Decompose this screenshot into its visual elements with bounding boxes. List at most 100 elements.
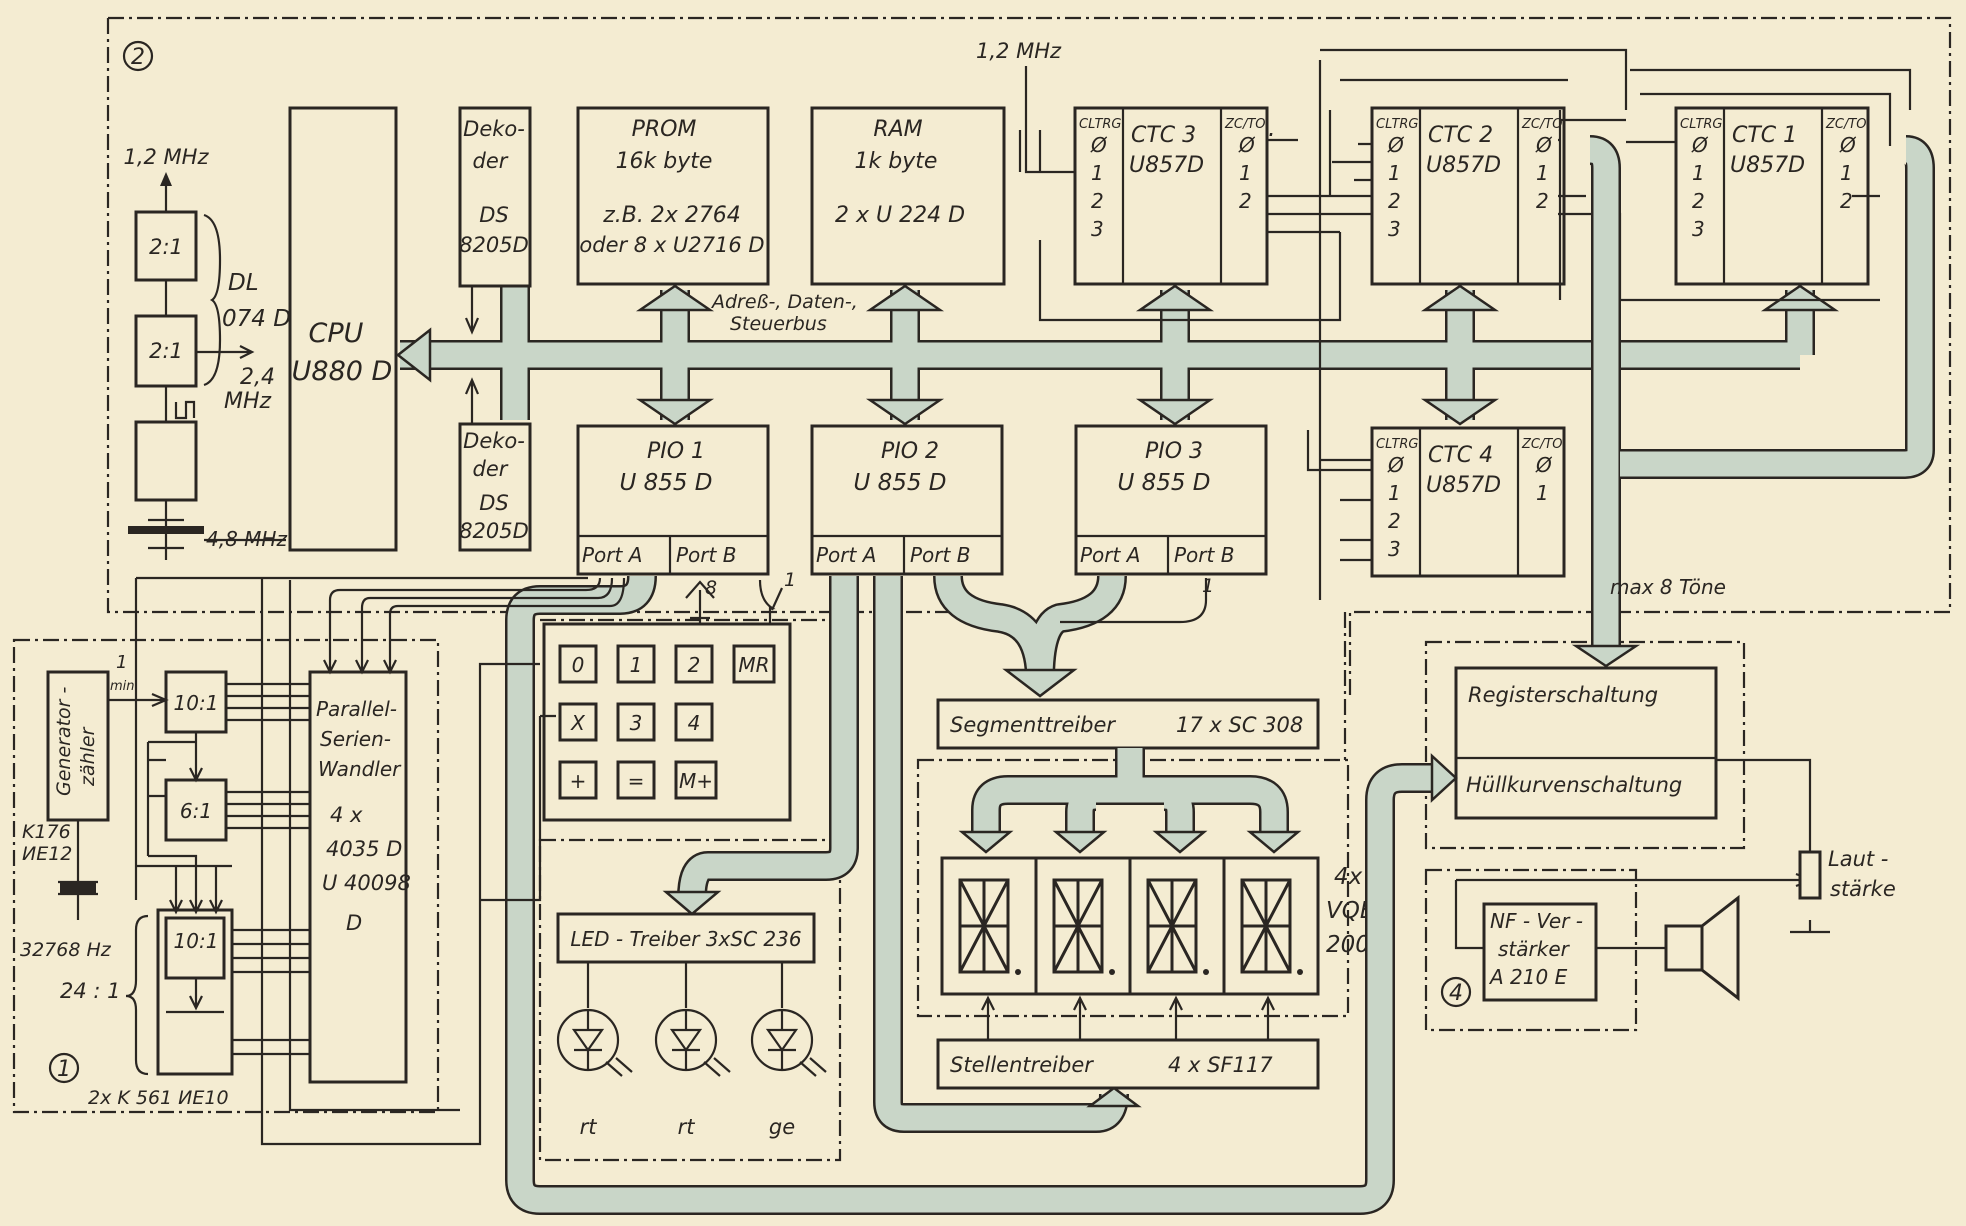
- ctc-left-pin: Ø: [1691, 133, 1709, 157]
- ctc-name: CTC 4: [1428, 443, 1493, 468]
- divider-6-1-label: 6:1: [180, 799, 212, 823]
- pio1-b2-count: 1: [784, 569, 796, 591]
- keypad-key[interactable]: 4: [674, 702, 714, 742]
- volume-line2: stärke: [1830, 877, 1896, 901]
- keypad-key-label: =: [628, 769, 645, 793]
- area-2-frame: [106, 16, 1952, 760]
- converter-line5: 4035 D: [326, 837, 402, 861]
- gen-part2: ИЕ12: [22, 843, 72, 865]
- pio2-to-led-bus: [662, 576, 859, 916]
- ctc-left-pin: 1: [1388, 161, 1401, 185]
- converter-line4: 4 x: [330, 803, 363, 827]
- led-icon: rt: [654, 1008, 731, 1139]
- quartz-freq: 32768 Hz: [20, 939, 112, 961]
- keypad-key[interactable]: 2: [674, 644, 714, 684]
- keypad-key[interactable]: =: [616, 760, 656, 800]
- area-1-label: 1: [57, 1057, 71, 1082]
- led-driver-label: LED - Treiber 3xSC 236: [570, 927, 801, 951]
- pio-port-b: Port B: [1174, 543, 1234, 567]
- divider-10-1-label: 10:1: [174, 691, 219, 715]
- display-group: [940, 856, 1320, 996]
- area-3-frame: [1424, 640, 1746, 850]
- ctc-left-pin: 2: [1388, 189, 1401, 213]
- ctc-left-pin: 3: [1388, 217, 1401, 241]
- amplifier-block: [1482, 902, 1598, 1002]
- ctc-right-pin: Ø: [1839, 133, 1857, 157]
- digit-driver-block: [936, 1038, 1320, 1090]
- ctc-right-pin: Ø: [1238, 133, 1256, 157]
- clock-freq-1: 1,2 MHz: [123, 145, 209, 169]
- pio-part: U 855 D: [619, 470, 712, 496]
- ram-size: 1k byte: [855, 149, 938, 174]
- display-arrow-3: [1152, 830, 1208, 854]
- ctc-right-pin: 1: [1239, 161, 1252, 185]
- segment-to-display-bus: [958, 748, 1302, 854]
- address-data-control-bus: [395, 284, 1840, 426]
- keypad-key-label: M+: [679, 769, 713, 793]
- one-min-num: 1: [116, 652, 127, 673]
- pio-port-a: Port A: [816, 543, 876, 567]
- bus-arrow-pio3: [1135, 398, 1215, 426]
- converter-line2: Serien-: [320, 727, 391, 751]
- divider-10-1b-label: 10:1: [174, 929, 219, 953]
- keypad-key-label: X: [570, 711, 586, 735]
- led-icon: ge: [750, 1008, 827, 1139]
- quartz-icon: [60, 883, 96, 893]
- ctc-name: CTC 2: [1428, 123, 1493, 148]
- area-2-marker: [122, 40, 154, 72]
- keypad-key[interactable]: X: [558, 702, 598, 742]
- ctc-left-pin: 2: [1388, 509, 1401, 533]
- keypad-key-label: MR: [738, 653, 769, 677]
- volume-potentiometer: [1798, 850, 1822, 900]
- keypad-key[interactable]: 0: [558, 644, 598, 684]
- ratio-label: 24 : 1: [60, 979, 121, 1003]
- decoder-1-line2: der: [473, 149, 509, 173]
- cpu-block: [288, 106, 398, 552]
- envelope-label: Hüllkurvenschaltung: [1466, 773, 1682, 797]
- amp-line1: NF - Ver -: [1490, 909, 1583, 933]
- segment-driver-label: Segmenttreiber: [950, 713, 1116, 737]
- display-num: 200: [1326, 932, 1370, 958]
- pio-port-b: Port B: [676, 543, 736, 567]
- ctc-part: U857D: [1426, 153, 1501, 178]
- led-frame: [538, 838, 842, 1162]
- ctc-left-title: CLTRG: [1079, 117, 1122, 132]
- prom-title: PROM: [632, 117, 697, 142]
- speaker-icon: [1664, 894, 1740, 1002]
- volume-line1: Laut -: [1828, 847, 1888, 871]
- keypad-key[interactable]: M+: [674, 760, 718, 800]
- pio-port-a: Port A: [582, 543, 642, 567]
- ctc-right-pin: Ø: [1535, 453, 1553, 477]
- one-min-unit: min: [110, 679, 135, 694]
- ctc-left-pin: 3: [1692, 217, 1705, 241]
- decoder-1-block: [458, 106, 532, 288]
- ctc-right-title: ZC/TO: [1521, 117, 1563, 132]
- pio-part: U 855 D: [1117, 470, 1210, 496]
- pio-to-segment-bus: [933, 574, 1208, 698]
- gen-part1: K176: [22, 821, 71, 843]
- display-arrow-1: [958, 830, 1014, 854]
- keypad-key[interactable]: +: [558, 760, 598, 800]
- keypad-key[interactable]: 3: [616, 702, 656, 742]
- ctc-right-pin: 1: [1536, 481, 1549, 505]
- digit-driver-arrow: [1086, 1086, 1142, 1108]
- display-count: 4x: [1334, 864, 1363, 890]
- crystal-freq: 4,8 MHz: [206, 527, 287, 551]
- led-color-label: rt: [580, 1115, 598, 1139]
- keypad-key[interactable]: 1: [616, 644, 656, 684]
- clock-freq-2: 2,4: [240, 365, 275, 390]
- ctc-left-pin: 1: [1091, 161, 1104, 185]
- ctc-right-title: ZC/TO: [1224, 117, 1266, 132]
- gen-line1: Generator -: [53, 686, 75, 796]
- register-label: Registerschaltung: [1468, 683, 1658, 707]
- bus-arrow-ctc4: [1420, 398, 1500, 426]
- pio-port-a: Port A: [1080, 543, 1140, 567]
- keypad-key[interactable]: MR: [732, 644, 776, 684]
- ctc-right-pin: 2: [1536, 189, 1549, 213]
